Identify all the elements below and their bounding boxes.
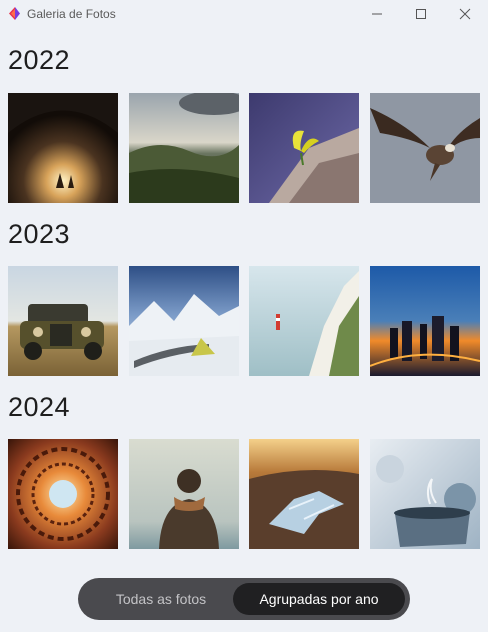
year-heading-2024: 2024 — [8, 392, 71, 422]
photo-tile[interactable] — [249, 439, 359, 549]
all-photos-button[interactable]: Todas as fotos — [115, 591, 207, 607]
minimize-icon — [372, 13, 382, 15]
year-heading-2022: 2022 — [8, 45, 71, 75]
close-icon — [459, 8, 471, 20]
app-logo-icon — [9, 7, 20, 20]
photo-tile[interactable] — [370, 266, 480, 376]
photo-tile[interactable] — [249, 93, 359, 203]
view-switcher: Todas as fotos Agrupadas por ano — [78, 578, 410, 620]
photo-tile[interactable] — [129, 439, 239, 549]
photo-tile[interactable] — [129, 266, 239, 376]
photo-tile[interactable] — [129, 93, 239, 203]
photo-tile[interactable] — [8, 266, 118, 376]
photo-tile[interactable] — [370, 439, 480, 549]
photo-tile[interactable] — [370, 93, 480, 203]
grouped-by-year-button[interactable]: Agrupadas por ano — [233, 583, 405, 615]
close-button[interactable] — [442, 0, 488, 28]
window-title: Galeria de Fotos — [27, 7, 116, 21]
photo-tile[interactable] — [8, 93, 118, 203]
maximize-icon — [416, 9, 426, 19]
title-bar[interactable]: Galeria de Fotos — [0, 0, 488, 28]
minimize-button[interactable] — [354, 0, 400, 28]
maximize-button[interactable] — [398, 0, 444, 28]
photo-tile[interactable] — [8, 439, 118, 549]
photo-tile[interactable] — [249, 266, 359, 376]
year-heading-2023: 2023 — [8, 219, 71, 249]
